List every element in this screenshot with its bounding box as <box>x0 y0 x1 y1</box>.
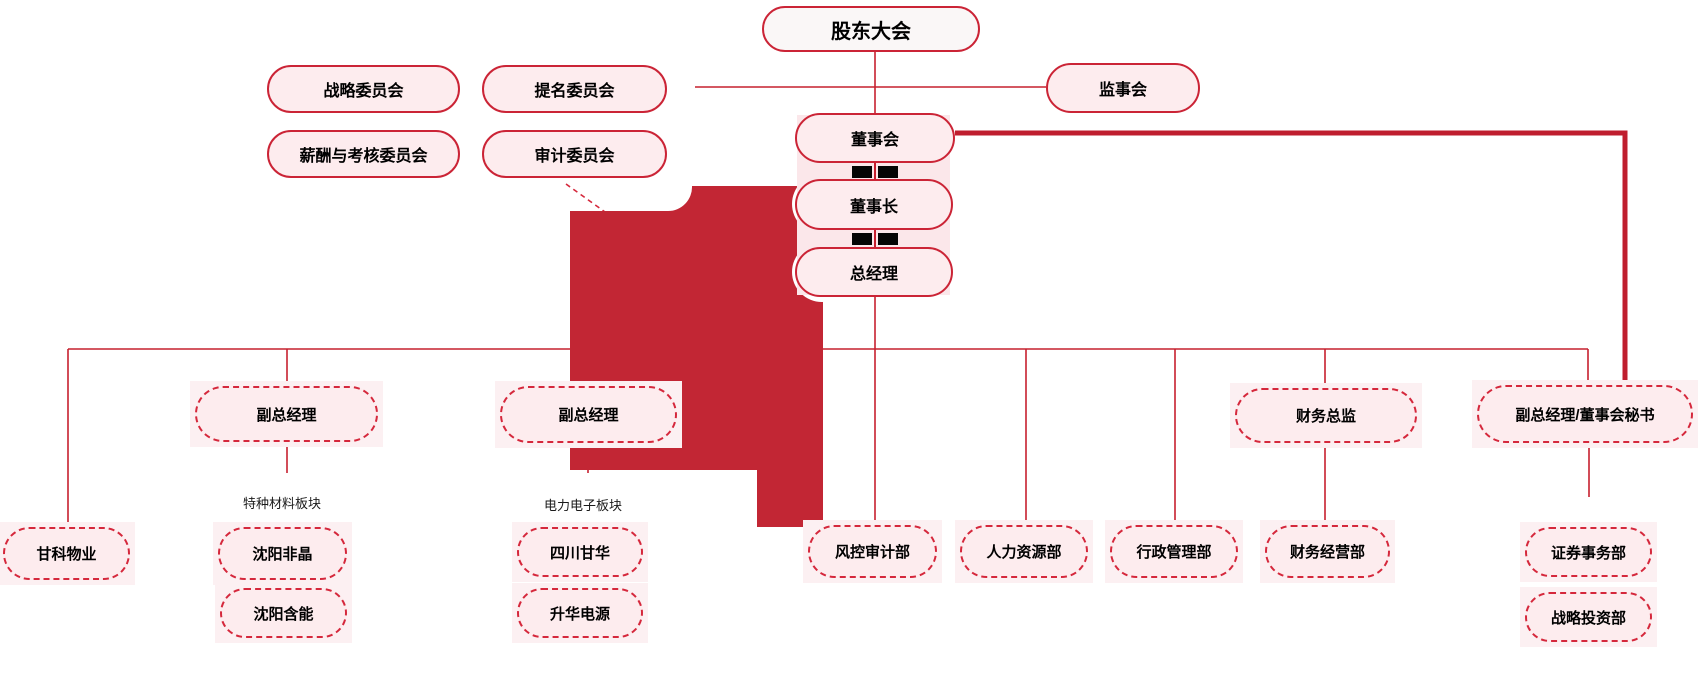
node-strategy-committee: 战略委员会 <box>267 65 460 113</box>
node-pill-board-of-directors: 董事会 <box>795 113 955 163</box>
node-sichuan-ganhua: 四川甘华 <box>512 522 648 582</box>
node-pill-shareholders-meeting: 股东大会 <box>762 6 980 52</box>
thick-connector-line <box>955 130 1628 385</box>
link-bar-black <box>878 166 898 178</box>
node-pill-general-manager: 总经理 <box>795 247 953 297</box>
group-label-power-electronics-segment: 电力电子板块 <box>543 498 623 513</box>
node-pill-deputy-gm-1: 副总经理 <box>195 386 378 442</box>
node-risk-audit-dept: 风控审计部 <box>803 520 942 583</box>
node-shenghua-power: 升华电源 <box>512 583 648 643</box>
node-deputy-gm-2: 副总经理 <box>495 381 682 448</box>
node-pill-supervisory-board: 监事会 <box>1046 63 1200 113</box>
node-cfo: 财务总监 <box>1230 383 1422 448</box>
node-pill-cfo: 财务总监 <box>1235 388 1417 443</box>
node-shenyang-feijing: 沈阳非晶 <box>213 522 352 585</box>
node-pill-sichuan-ganhua: 四川甘华 <box>517 527 643 577</box>
node-pill-hr-dept: 人力资源部 <box>960 525 1088 578</box>
node-pill-compensation-committee: 薪酬与考核委员会 <box>267 130 460 178</box>
node-pill-audit-committee: 审计委员会 <box>482 130 667 178</box>
link-bar-black <box>852 233 872 245</box>
link-bar-black <box>878 233 898 245</box>
node-pill-admin-dept: 行政管理部 <box>1110 525 1238 578</box>
node-hr-dept: 人力资源部 <box>955 520 1093 583</box>
node-finance-operation-dept: 财务经营部 <box>1260 520 1395 583</box>
node-shenyang-hanneng: 沈阳含能 <box>215 583 352 643</box>
node-board-chairman: 董事长 <box>795 179 953 230</box>
node-securities-affairs-dept: 证券事务部 <box>1520 522 1657 582</box>
node-admin-dept: 行政管理部 <box>1105 520 1243 583</box>
node-board-of-directors: 董事会 <box>795 113 955 163</box>
node-pill-deputy-gm-2: 副总经理 <box>500 386 677 443</box>
node-deputy-gm-board-secretary: 副总经理/董事会秘书 <box>1472 380 1698 448</box>
node-general-manager: 总经理 <box>795 247 953 297</box>
node-pill-ganke-property: 甘科物业 <box>3 527 130 580</box>
node-ganke-property: 甘科物业 <box>0 522 135 585</box>
node-nomination-committee: 提名委员会 <box>482 65 667 113</box>
node-audit-committee: 审计委员会 <box>482 130 667 178</box>
node-pill-shenyang-feijing: 沈阳非晶 <box>218 527 347 580</box>
node-pill-strategy-committee: 战略委员会 <box>267 65 460 113</box>
node-pill-finance-operation-dept: 财务经营部 <box>1265 525 1390 578</box>
node-pill-board-chairman: 董事长 <box>795 179 953 230</box>
node-compensation-committee: 薪酬与考核委员会 <box>267 130 460 178</box>
group-label-special-materials-segment: 特种材料板块 <box>242 496 322 511</box>
node-strategic-investment-dept: 战略投资部 <box>1520 587 1657 647</box>
node-pill-securities-affairs-dept: 证券事务部 <box>1525 527 1652 577</box>
node-pill-deputy-gm-board-secretary: 副总经理/董事会秘书 <box>1477 385 1693 443</box>
node-pill-shenghua-power: 升华电源 <box>517 588 643 638</box>
link-bar-black <box>852 166 872 178</box>
node-pill-risk-audit-dept: 风控审计部 <box>808 525 937 578</box>
node-pill-shenyang-hanneng: 沈阳含能 <box>220 588 347 638</box>
node-deputy-gm-1: 副总经理 <box>190 381 383 447</box>
watermark-blob <box>570 186 823 527</box>
node-shareholders-meeting: 股东大会 <box>762 6 980 52</box>
node-pill-nomination-committee: 提名委员会 <box>482 65 667 113</box>
node-supervisory-board: 监事会 <box>1046 63 1200 113</box>
node-pill-strategic-investment-dept: 战略投资部 <box>1525 592 1652 642</box>
